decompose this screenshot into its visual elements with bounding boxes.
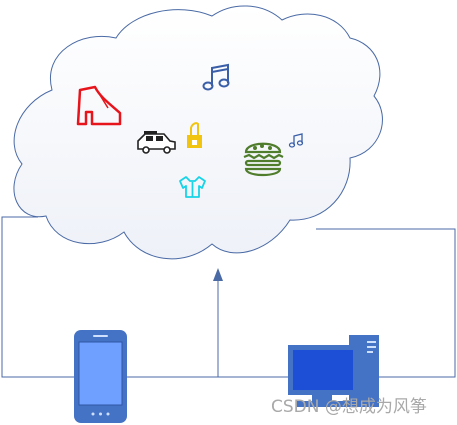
desktop-computer-icon [288,335,379,407]
upload-arrow-head [213,268,223,281]
taxi-icon [137,131,176,154]
high-heel-shoe-icon [76,85,122,126]
small-music-note-icon [288,133,304,148]
lipstick-icon [187,122,202,148]
shirt-icon [179,176,206,198]
music-note-icon [202,63,230,91]
smartphone-icon [74,330,127,423]
right-connection-line [316,228,456,378]
watermark: CSDN @想成为风筝 [271,397,427,417]
left-connection-line [1,216,80,378]
hamburger-icon [243,142,284,177]
